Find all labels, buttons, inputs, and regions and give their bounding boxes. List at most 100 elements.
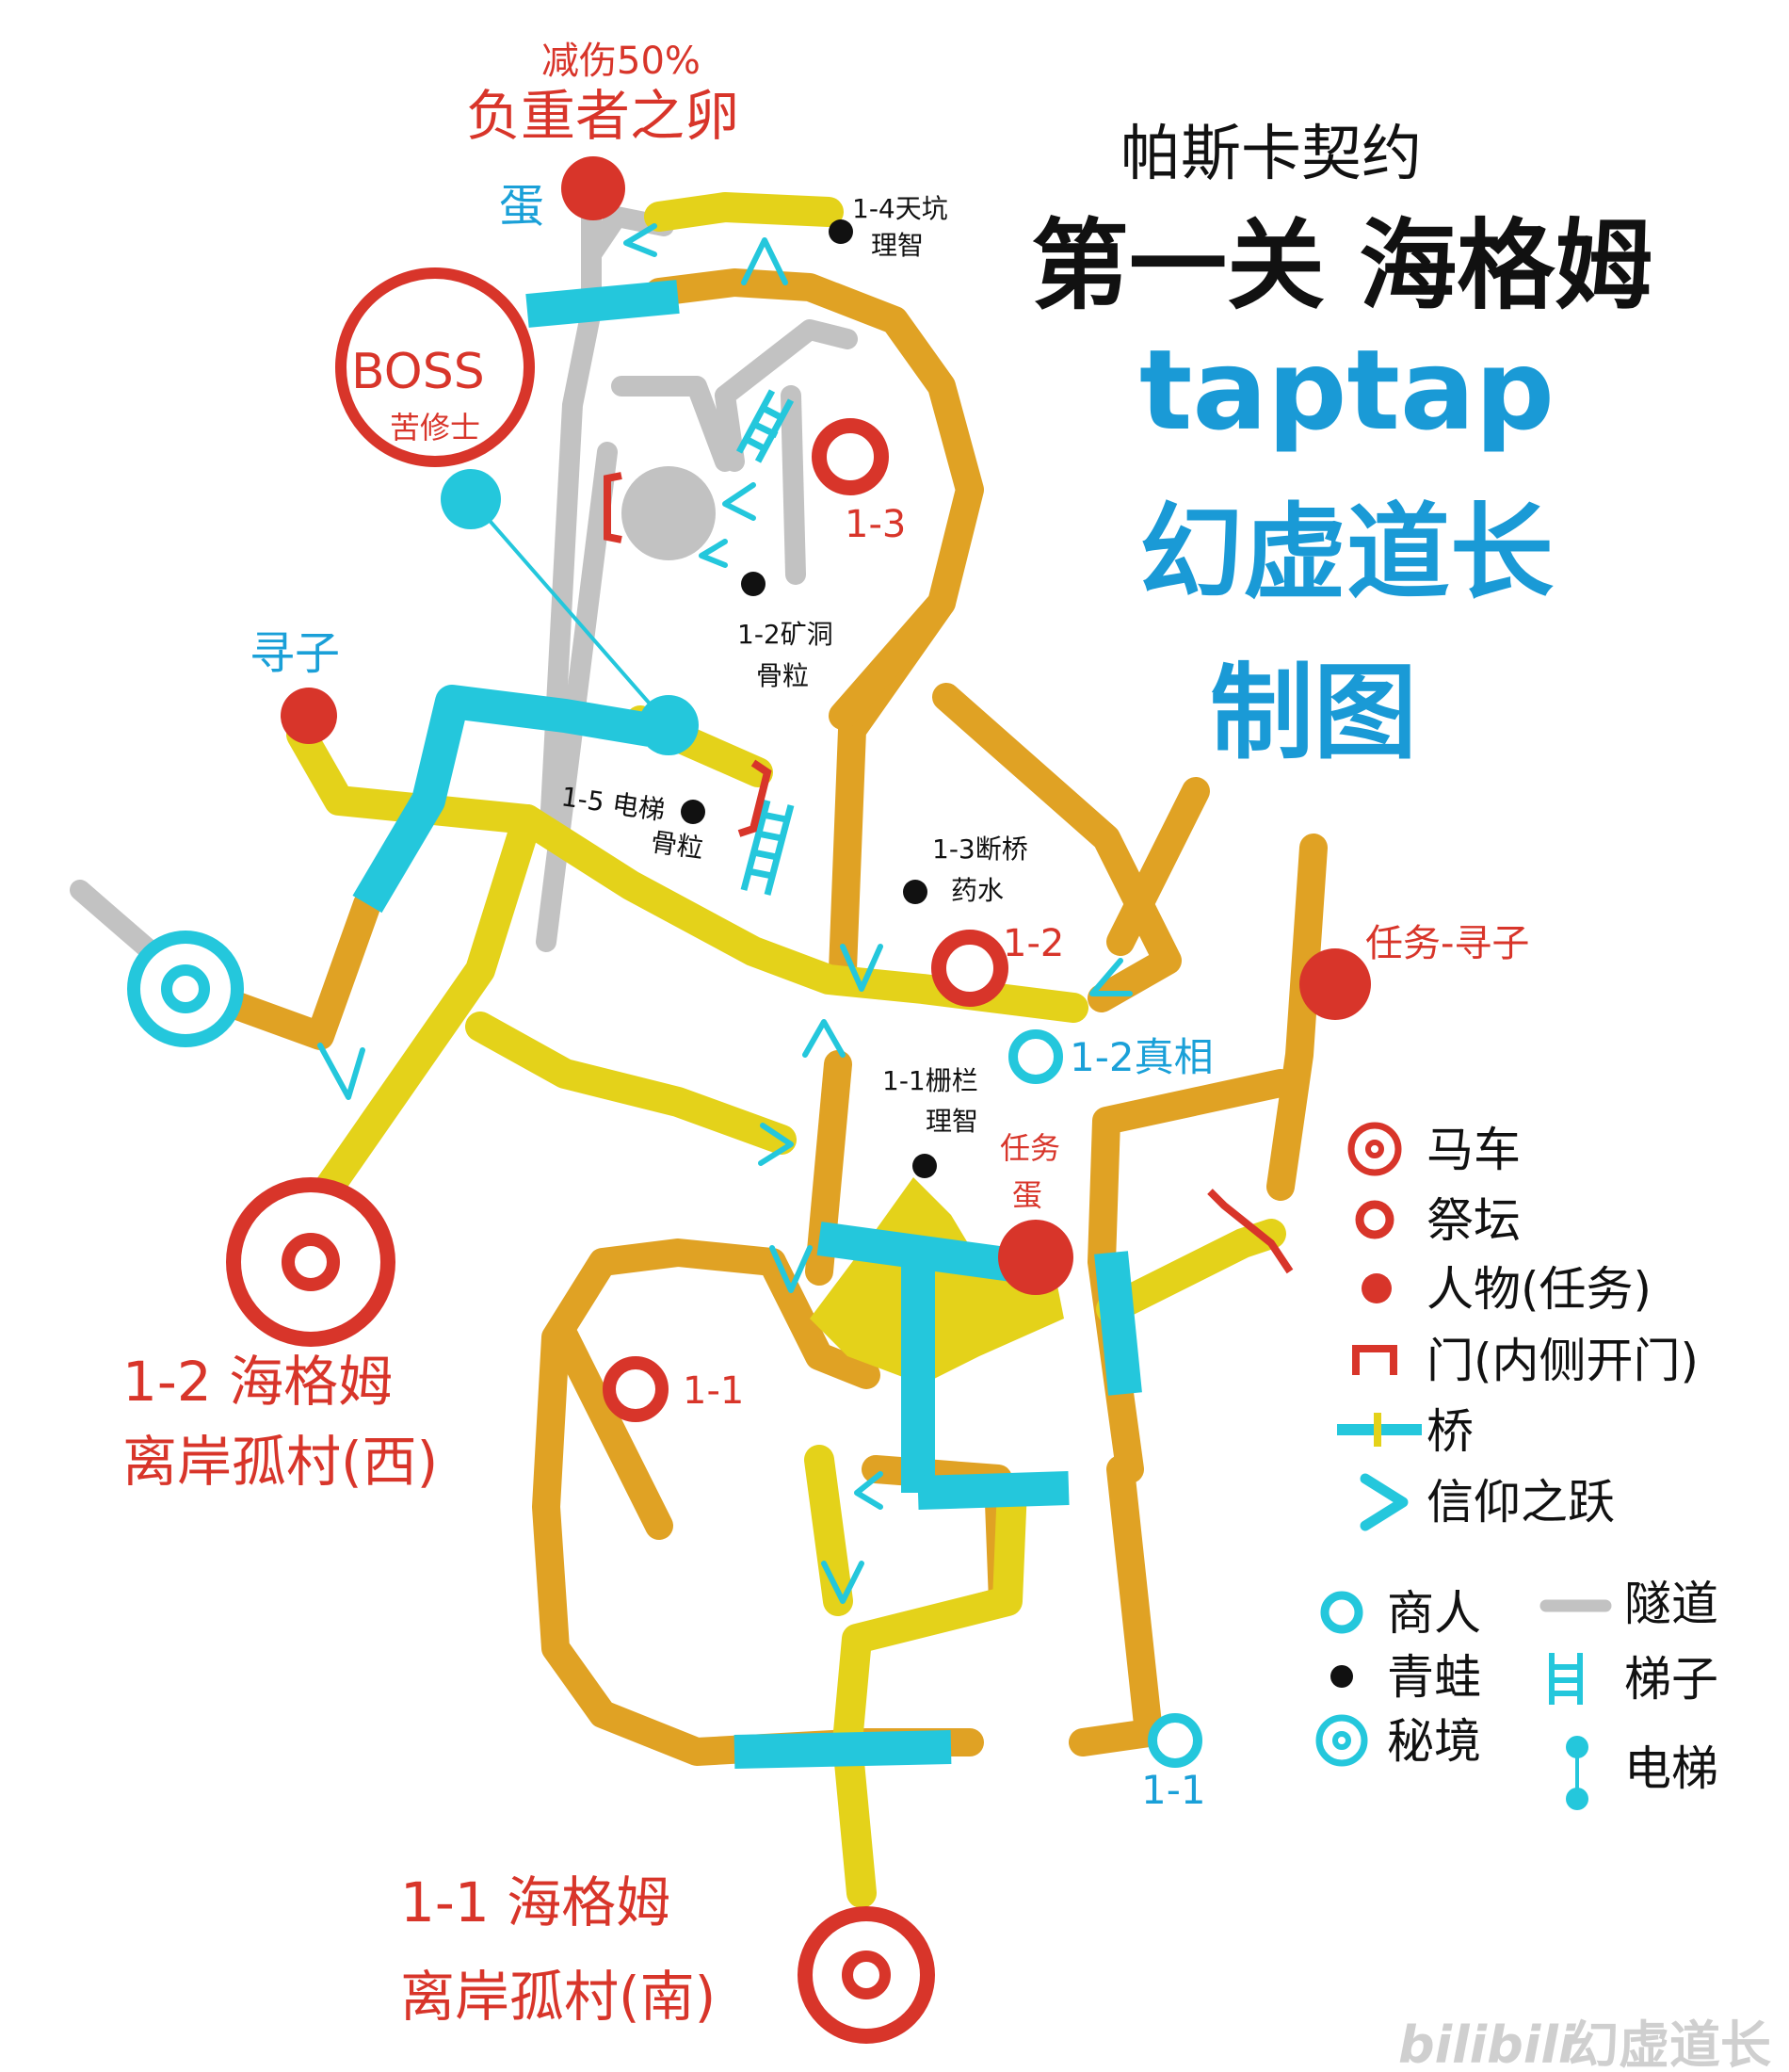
legend-label: 桥 (1426, 1404, 1474, 1459)
watermark-brand: bilibili (1398, 2015, 1577, 2072)
altar-marker-1-3[interactable] (812, 418, 889, 495)
ladder-icon (735, 389, 795, 463)
legend-item-ladder: 梯子 (1549, 1652, 1718, 1707)
label-merchant-1-1: 1-1 (1141, 1767, 1206, 1813)
secret-marker-core (161, 964, 210, 1013)
label-egg-top: 蛋 (499, 180, 544, 233)
npc-marker-egg[interactable] (561, 156, 625, 220)
bridge-segment (917, 1471, 1070, 1510)
merchant-icon (1320, 1591, 1363, 1634)
tunnel-path (781, 385, 806, 585)
legend-item-secret: 秘境 (1315, 1714, 1481, 1769)
npc-icon (1362, 1273, 1392, 1303)
legend-label: 马车 (1426, 1123, 1521, 1177)
watermark-author: 幻虚道长 (1568, 2015, 1771, 2072)
legend-item-frog: 青蛙 (1330, 1650, 1481, 1705)
label-mine-item: 骨粒 (756, 660, 809, 691)
leap-icon (840, 944, 883, 992)
legend-item-leap: 信仰之跃 (1360, 1473, 1615, 1531)
path-segment (829, 589, 956, 730)
plaza-area (810, 1177, 1064, 1384)
path-segment (832, 1473, 1027, 1908)
bridge-paths (352, 280, 1142, 1769)
leap-icon (741, 237, 788, 285)
label-altar-1-2: 1-2 (1003, 922, 1064, 965)
legend-item-bridge: 桥 (1337, 1404, 1474, 1459)
path-segment (758, 1248, 880, 1389)
npc-marker-quest-egg[interactable] (998, 1220, 1073, 1295)
title-subtitle: 帕斯卡契约 (1120, 120, 1422, 189)
path-segment (1096, 1219, 1286, 1324)
legend-label: 电梯 (1624, 1741, 1718, 1796)
frog-marker[interactable] (741, 572, 766, 596)
frog-marker[interactable] (681, 800, 705, 824)
legend-label: 商人 (1387, 1586, 1481, 1641)
frog-marker[interactable] (903, 880, 927, 904)
legend-item-merchant: 商人 (1320, 1586, 1481, 1641)
legend-label: 人物(任务) (1426, 1262, 1652, 1317)
label-elevator: 1-5 电梯 (559, 781, 667, 826)
mine-chamber (621, 466, 716, 560)
legend-label: 青蛙 (1387, 1650, 1481, 1705)
legend-label: 梯子 (1624, 1652, 1718, 1707)
leap-icon (769, 1245, 813, 1293)
legend-item-carriage: 马车 (1347, 1122, 1521, 1177)
title-main: 第一关 海格姆 (1031, 208, 1652, 323)
label-west-village-2: 离岸孤村(西) (122, 1430, 438, 1494)
legend-label: 信仰之跃 (1426, 1475, 1615, 1530)
watermark: bilibili 幻虚道长 (1398, 2015, 1771, 2072)
elevator-icon-bottom (1566, 1788, 1588, 1810)
carriage-marker-west[interactable] (226, 1177, 395, 1347)
door-icon (1352, 1345, 1397, 1375)
title-taptap: taptap (1139, 325, 1555, 455)
frog-marker[interactable] (829, 219, 853, 244)
path-segment (286, 720, 1088, 1023)
legend-item-tunnel: 隧道 (1539, 1577, 1718, 1631)
path-segment (644, 192, 844, 232)
frog-marker[interactable] (912, 1154, 937, 1178)
frog-icon (1330, 1665, 1353, 1688)
altar-icon (1355, 1200, 1394, 1239)
label-elevator-item: 骨粒 (649, 826, 705, 864)
altar-marker-1-2[interactable] (931, 930, 1008, 1007)
merchant-marker-1-1[interactable] (1148, 1713, 1202, 1768)
elevator-top (441, 469, 501, 529)
leap-icon (802, 1019, 846, 1058)
legend-item-npc: 人物(任务) (1362, 1262, 1652, 1317)
door-icon (1207, 1189, 1294, 1274)
leap-icon (623, 223, 657, 257)
leap-icon (821, 1561, 864, 1604)
door-icon (737, 759, 772, 837)
legend-item-altar: 祭坛 (1355, 1193, 1521, 1248)
path-segment (314, 804, 542, 1202)
carriage-marker-south[interactable] (798, 1906, 935, 2044)
boss-marker[interactable] (335, 267, 535, 467)
label-altar-1-3: 1-3 (845, 503, 906, 546)
legend: 马车 祭坛 人物(任务) 门(内侧开门) 桥 信仰之跃 商人 青 (1315, 1122, 1718, 1810)
merchant-marker-1-2[interactable] (1008, 1029, 1063, 1084)
legend-item-elevator: 电梯 (1566, 1736, 1718, 1810)
npc-marker-quest-seek-child[interactable] (1299, 948, 1371, 1020)
label-boss-name: 苦修士 (390, 410, 480, 445)
altar-marker-1-1[interactable] (603, 1356, 669, 1422)
npc-marker-seek-child[interactable] (281, 688, 337, 744)
yellow-paths (286, 192, 1286, 1908)
label-west-village-1: 1-2 海格姆 (122, 1350, 393, 1414)
label-south-village-1: 1-1 海格姆 (400, 1870, 670, 1934)
door-icon (604, 472, 622, 543)
leap-icon (758, 1123, 794, 1166)
path-segment (551, 1323, 673, 1540)
ladder-icon (1549, 1653, 1583, 1705)
label-burden-egg: 负重者之卵 (466, 84, 739, 148)
path-segment (202, 890, 381, 1050)
elevator-cable (469, 497, 670, 727)
label-quest-egg-1: 任务 (1000, 1130, 1060, 1166)
path-segment (1069, 1455, 1163, 1756)
label-mine: 1-2矿洞 (737, 619, 833, 650)
bridge-segment (352, 685, 653, 914)
legend-item-door: 门(内侧开门) (1352, 1334, 1699, 1388)
label-south-village-2: 离岸孤村(南) (400, 1965, 716, 2029)
elevator-icon-top (1566, 1736, 1588, 1758)
tunnel-path (715, 319, 858, 472)
